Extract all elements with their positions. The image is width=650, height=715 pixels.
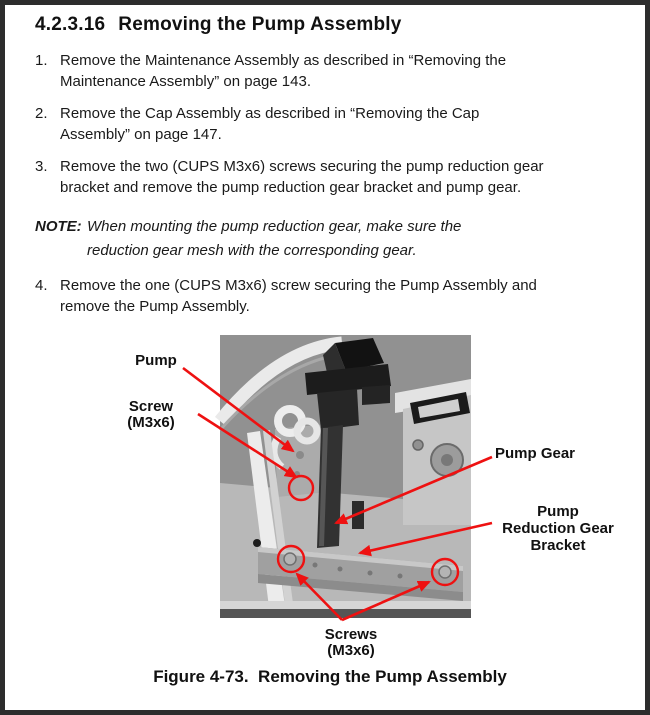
step-text: Remove the Maintenance Assembly as descr… [60, 50, 612, 92]
bracket-label-line: Reduction Gear [502, 520, 614, 537]
screw-callout-circle-left [276, 544, 306, 574]
step-text-line: Maintenance Assembly” on page 143. [60, 73, 311, 90]
note-text-line: reduction gear mesh with the correspondi… [87, 242, 417, 259]
step-text-line: bracket and remove the pump reduction ge… [60, 179, 522, 196]
bracket-label-line: Bracket [530, 537, 586, 554]
section-title: 4.2.3.16 Removing the Pump Assembly [35, 14, 625, 36]
pump-gear-label: Pump Gear [495, 445, 576, 462]
section-title-text: Removing the Pump Assembly [118, 14, 402, 35]
bracket-arrow [357, 521, 493, 557]
note-text: When mounting the pump reduction gear, m… [87, 215, 461, 263]
step-number: 3. [35, 158, 48, 175]
step-number: 1. [35, 52, 48, 69]
step-text-line: Remove the one (CUPS M3x6) screw securin… [60, 277, 537, 294]
figure-caption: Figure 4-73. Removing the Pump Assembly [153, 667, 507, 686]
page-content: 4.2.3.16 Removing the Pump Assembly 1. Re… [5, 5, 645, 317]
pump-assembly-photo [182, 335, 493, 622]
screws-arrow-left [295, 572, 343, 621]
step-item-1: 1. Remove the Maintenance Assembly as de… [35, 50, 625, 92]
screws-label-line: (M3x6) [327, 642, 375, 659]
screws-label: Screws (M3x6) [301, 627, 401, 659]
note-block: NOTE: When mounting the pump reduction g… [35, 215, 625, 263]
step-text-line: Remove the two (CUPS M3x6) screws securi… [60, 158, 544, 175]
step-number: 4. [35, 277, 48, 294]
step-item-4: 4. Remove the one (CUPS M3x6) screw secu… [35, 275, 625, 317]
screw-arrow [197, 412, 298, 479]
figure-removing-pump-assembly: Pump Screw (M3x6) Pump Gear Pump Reducti… [10, 333, 645, 673]
step-number: 2. [35, 105, 48, 122]
pump-arrow [182, 366, 295, 453]
screw-label-line: (M3x6) [127, 414, 175, 431]
step-text: Remove the Cap Assembly as described in … [60, 103, 612, 145]
step-item-2: 2. Remove the Cap Assembly as described … [35, 103, 625, 145]
screw-callout-circle [287, 474, 315, 502]
step-text: Remove the two (CUPS M3x6) screws securi… [60, 156, 612, 198]
screws-arrow-right [341, 580, 431, 622]
pump-reduction-gear-bracket-label: Pump Reduction Gear Bracket [483, 503, 633, 554]
step-text-line: Assembly” on page 147. [60, 126, 222, 143]
screw-callout-circle-right [430, 557, 460, 587]
screws-label-line: Screws [324, 626, 378, 643]
pump-gear-arrow [334, 455, 493, 525]
screw-label: Screw (M3x6) [106, 399, 196, 431]
step-text-line: remove the Pump Assembly. [60, 298, 250, 315]
pump-label: Pump [135, 352, 177, 369]
step-item-3: 3. Remove the two (CUPS M3x6) screws sec… [35, 156, 625, 198]
annotation-overlay [182, 366, 493, 622]
section-number: 4.2.3.16 [35, 14, 106, 35]
bracket-label-line: Pump [537, 503, 579, 520]
screw-label-line: Screw [128, 398, 174, 415]
step-text-line: Remove the Cap Assembly as described in … [60, 105, 480, 122]
step-text: Remove the one (CUPS M3x6) screw securin… [60, 275, 612, 317]
step-text-line: Remove the Maintenance Assembly as descr… [60, 52, 507, 69]
note-label: NOTE: [35, 218, 82, 235]
note-text-line: When mounting the pump reduction gear, m… [87, 218, 462, 235]
